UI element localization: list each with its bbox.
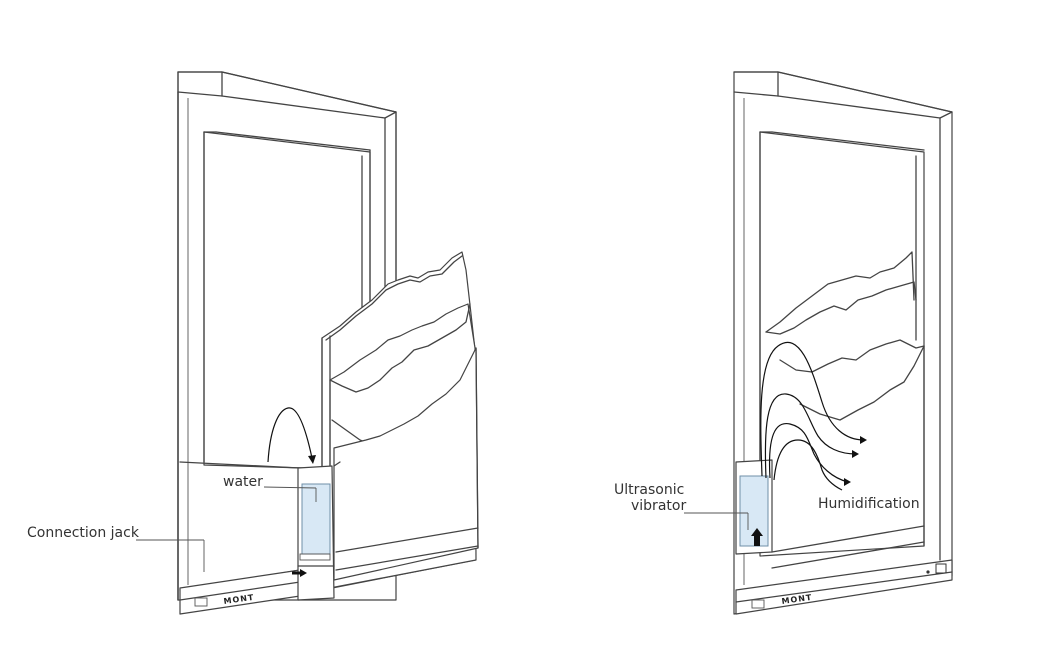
left-frame-unit: MONT: [27, 71, 479, 615]
right-inner-panel: [759, 131, 925, 557]
jack-insert-arrowhead: [300, 569, 307, 577]
qr-mark-icon: [935, 563, 947, 574]
right-connection-jack-port: [751, 599, 765, 609]
humidification-mist-streams: [760, 341, 867, 491]
ultrasonic-vibrator-icon: [751, 528, 763, 546]
left-water-flow-arrow: [267, 407, 313, 463]
right-water-tank: [735, 459, 773, 555]
left-water-flow-arrowhead: [308, 455, 316, 464]
left-connection-jack-port: [194, 597, 208, 607]
right-brand-logo: MONT: [781, 593, 813, 606]
ultrasonic-vibrator-label-line2: vibrator: [631, 498, 686, 514]
connection-jack-label: Connection jack: [27, 525, 140, 541]
water-label: water: [223, 474, 263, 490]
left-brand-logo: MONT: [223, 593, 255, 606]
humidification-label: Humidification: [818, 496, 920, 512]
left-mountain-panels: [321, 251, 479, 591]
ultrasonic-vibrator-label-line1: Ultrasonic: [614, 482, 684, 498]
right-mountain-panels: [765, 251, 925, 569]
water-leader-line: [263, 486, 317, 489]
indicator-dot-icon: [926, 570, 930, 574]
right-bottom-rail: MONT: [735, 559, 953, 615]
left-water-tank: [297, 461, 341, 601]
right-frame-unit: MONT Ultrasonic vibrator Humidification: [614, 71, 953, 615]
